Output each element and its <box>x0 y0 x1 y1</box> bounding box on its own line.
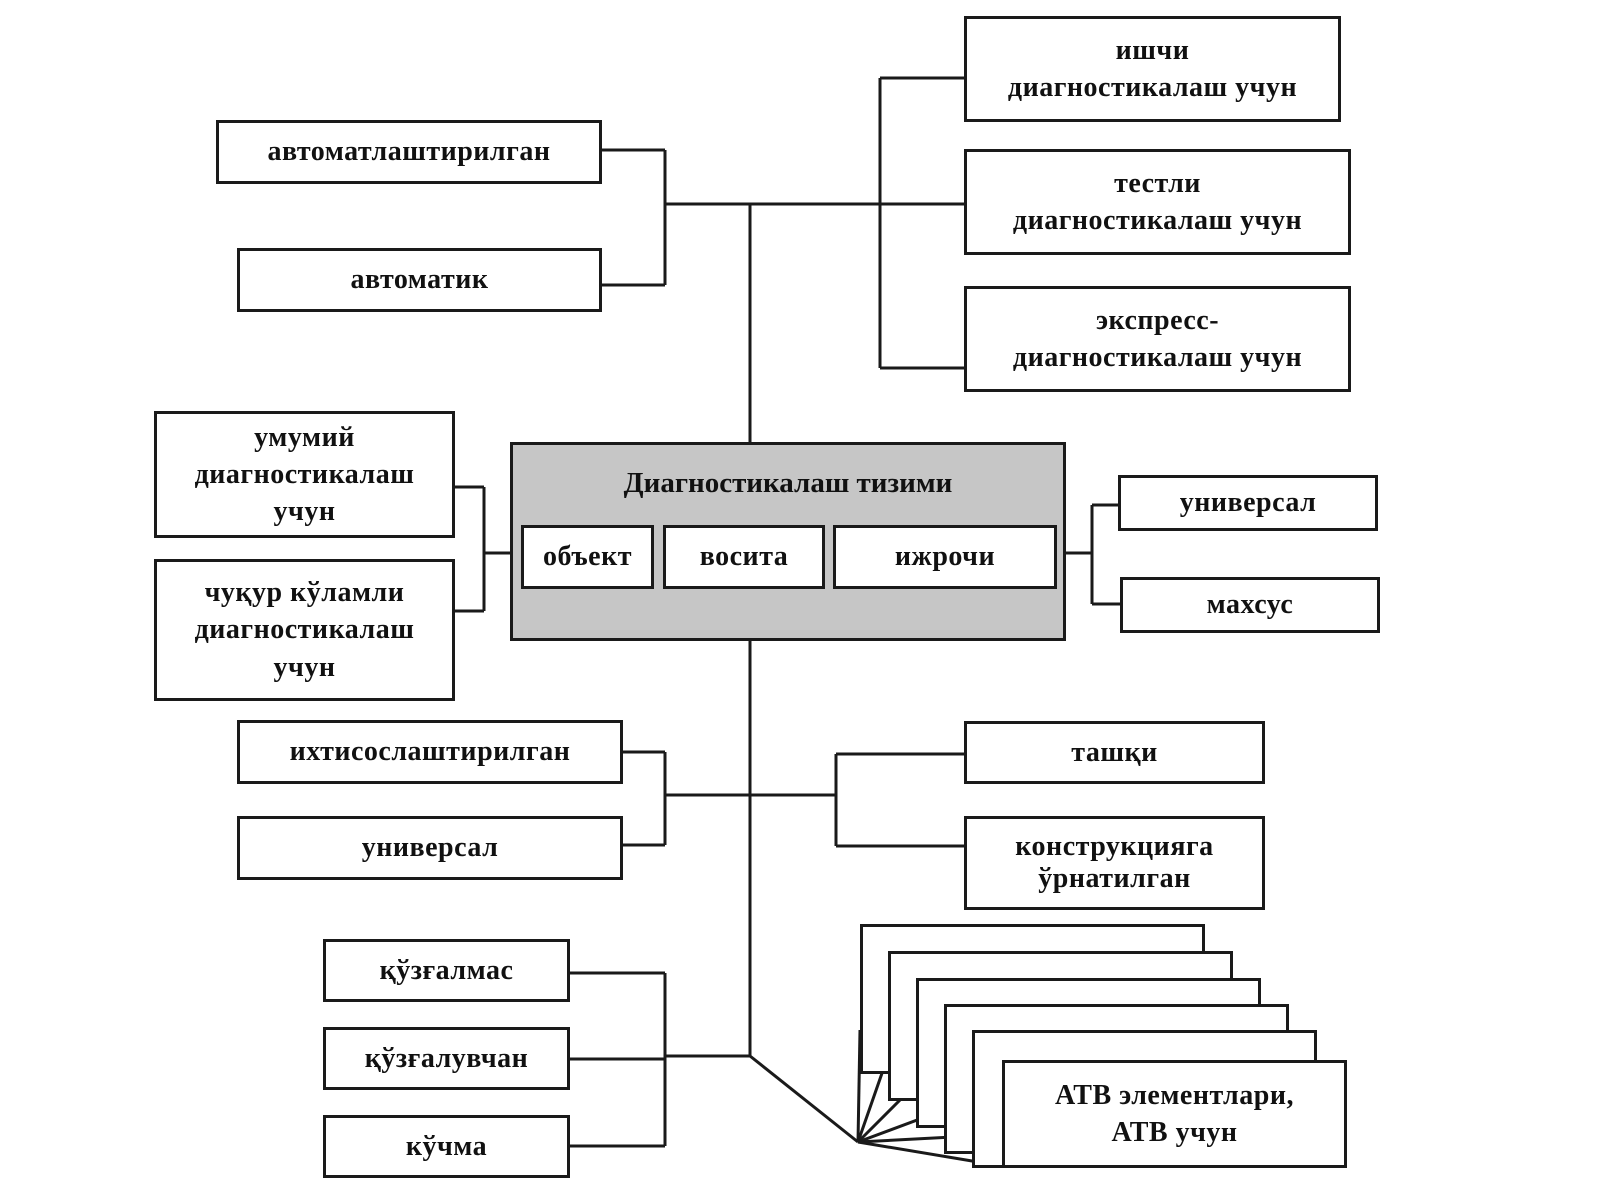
universal-right-label: универсал <box>1179 487 1317 519</box>
universal-left-label: универсал <box>361 832 499 864</box>
tool-label: восита <box>699 541 789 573</box>
special-box: махсус <box>1120 577 1380 633</box>
movable-label: қўзғалувчан <box>364 1042 529 1074</box>
movable-box: қўзғалувчан <box>323 1027 570 1090</box>
test-diagnostics-line-1: тестли <box>1114 167 1201 199</box>
tool-box: восита <box>663 525 825 589</box>
atv-elements-box: АТВ элементлари, АТВ учун <box>1002 1060 1347 1168</box>
external-box: ташқи <box>964 721 1265 784</box>
general-diagnostics-line-3: учун <box>273 496 336 528</box>
automatic-box: автоматик <box>237 248 602 312</box>
express-diagnostics-box: экспресс- диагностикалаш учун <box>964 286 1351 392</box>
working-diagnostics-line-1: ишчи <box>1115 34 1190 66</box>
special-label: махсус <box>1206 589 1294 621</box>
working-diagnostics-box: ишчи диагностикалаш учун <box>964 16 1341 122</box>
specialized-label: ихтисослаштирилган <box>289 736 571 768</box>
object-box: объект <box>521 525 654 589</box>
deep-diagnostics-line-3: учун <box>273 651 336 683</box>
object-label: объект <box>543 541 632 573</box>
stationary-box: қўзғалмас <box>323 939 570 1002</box>
atv-elements-line-2: АТВ учун <box>1111 1117 1238 1148</box>
specialized-box: ихтисослаштирилган <box>237 720 623 784</box>
built-in-line-2: ўрнатилган <box>1038 863 1191 894</box>
executor-label: ижрочи <box>894 541 996 573</box>
external-label: ташқи <box>1071 736 1158 768</box>
portable-label: кўчма <box>405 1130 488 1162</box>
deep-diagnostics-line-1: чуқур кўламли <box>204 577 405 609</box>
deep-diagnostics-box: чуқур кўламли диагностикалаш учун <box>154 559 455 701</box>
diagnostic-system-title: Диагностикалаш тизими <box>623 467 953 499</box>
express-diagnostics-line-2: диагностикалаш учун <box>1012 342 1303 373</box>
automated-box: автоматлаштирилган <box>216 120 602 184</box>
general-diagnostics-line-2: диагностикалаш <box>194 458 415 490</box>
built-in-line-1: конструкцияга <box>1015 830 1214 862</box>
test-diagnostics-line-2: диагностикалаш учун <box>1012 205 1303 236</box>
working-diagnostics-line-2: диагностикалаш учун <box>1007 72 1298 103</box>
general-diagnostics-box: умумий диагностикалаш учун <box>154 411 455 538</box>
stationary-label: қўзғалмас <box>379 954 514 986</box>
general-diagnostics-line-1: умумий <box>254 421 355 453</box>
executor-box: ижрочи <box>833 525 1057 589</box>
universal-right-box: универсал <box>1118 475 1378 531</box>
automated-label: автоматлаштирилган <box>267 136 551 168</box>
deep-diagnostics-line-2: диагностикалаш <box>194 614 415 646</box>
portable-box: кўчма <box>323 1115 570 1178</box>
test-diagnostics-box: тестли диагностикалаш учун <box>964 149 1351 255</box>
atv-elements-line-1: АТВ элементлари, <box>1055 1079 1294 1111</box>
automatic-label: автоматик <box>350 264 489 296</box>
universal-left-box: универсал <box>237 816 623 880</box>
built-in-box: конструкцияга ўрнатилган <box>964 816 1265 910</box>
express-diagnostics-line-1: экспресс- <box>1095 304 1220 336</box>
